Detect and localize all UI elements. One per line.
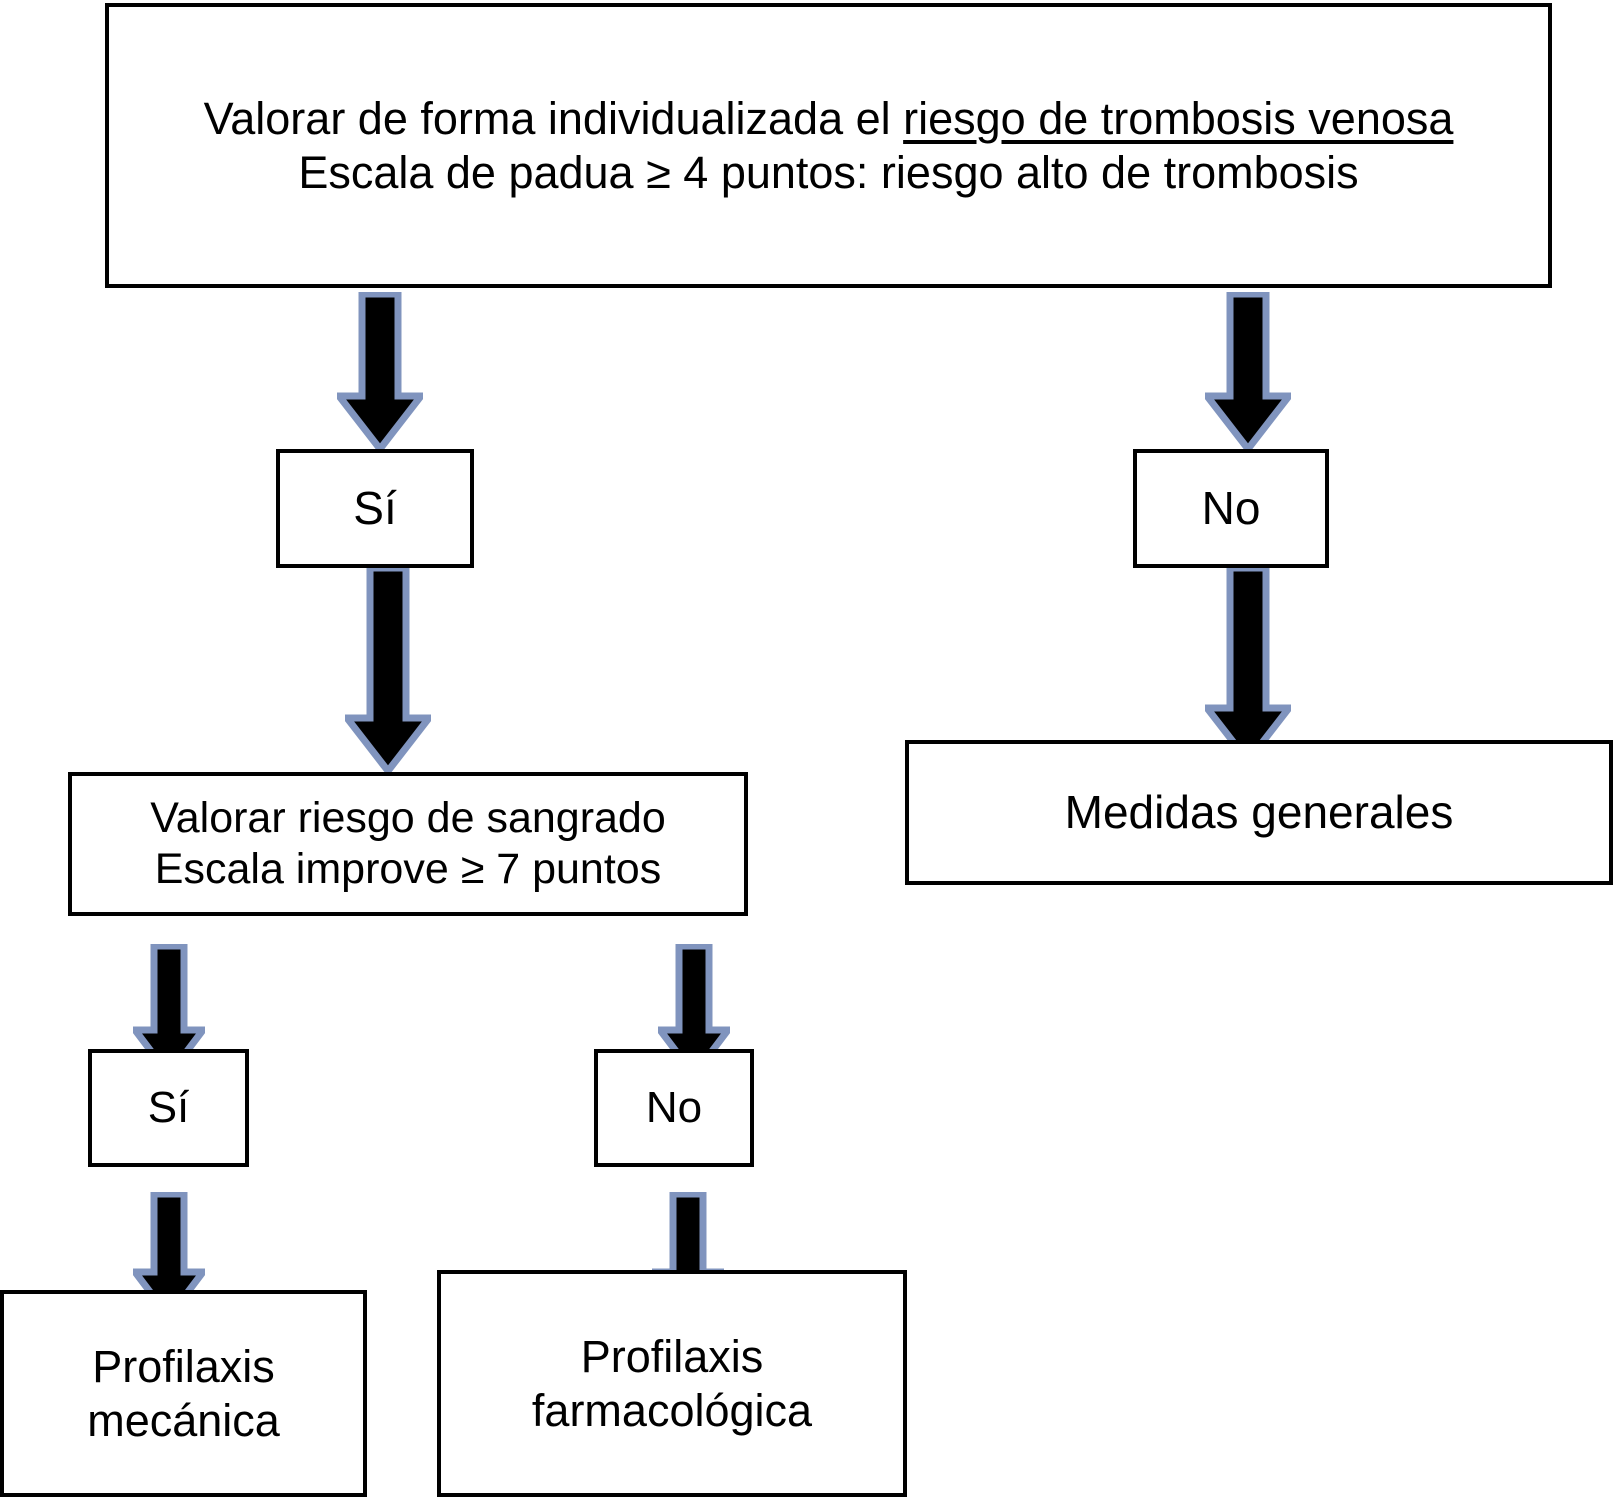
node-profilaxis-mecanica[interactable]: Profilaxis mecánica — [0, 1290, 367, 1497]
profilaxis-farmacologica-line1: Profilaxis — [580, 1331, 764, 1383]
arrow-top-to-no1 — [1205, 292, 1291, 452]
node-medidas-generales[interactable]: Medidas generales — [905, 740, 1613, 885]
profilaxis-mecanica-line2: mecánica — [87, 1394, 280, 1446]
node-assess-bleeding-risk[interactable]: Valorar riesgo de sangrado Escala improv… — [68, 772, 748, 916]
arrow-no1-to-medidas-generales — [1205, 566, 1291, 764]
node-decision-no-1-label: No — [1201, 482, 1261, 535]
node-decision-no-2-label: No — [645, 1083, 703, 1133]
node-assess-thrombosis-risk[interactable]: Valorar de forma individualizada el ries… — [105, 3, 1552, 288]
node-profilaxis-farmacologica-text: Profilaxis farmacológica — [441, 1330, 903, 1436]
node-medidas-generales-label: Medidas generales — [1064, 786, 1454, 839]
title-line1-underlined: riesgo de trombosis venosa — [903, 93, 1454, 145]
title-line1-prefix: Valorar de forma individualizada el — [203, 93, 904, 145]
node-assess-thrombosis-risk-text: Valorar de forma individualizada el ries… — [109, 92, 1548, 198]
node-decision-si-2-label: Sí — [147, 1083, 190, 1133]
node-decision-no-2[interactable]: No — [594, 1049, 754, 1167]
node-decision-no-1[interactable]: No — [1133, 449, 1329, 568]
profilaxis-mecanica-line1: Profilaxis — [92, 1341, 275, 1393]
profilaxis-farmacologica-line2: farmacológica — [531, 1384, 813, 1436]
bleeding-risk-line1: Valorar riesgo de sangrado — [150, 794, 666, 843]
node-decision-si-1-label: Sí — [353, 482, 397, 535]
node-profilaxis-farmacologica[interactable]: Profilaxis farmacológica — [437, 1270, 907, 1497]
arrow-si1-to-bleeding-risk — [345, 566, 431, 774]
title-line2: Escala de padua ≥ 4 puntos: riesgo alto … — [298, 146, 1359, 198]
arrow-top-to-si1 — [337, 292, 423, 452]
node-decision-si-2[interactable]: Sí — [88, 1049, 249, 1167]
node-profilaxis-mecanica-text: Profilaxis mecánica — [4, 1340, 363, 1446]
node-assess-bleeding-risk-text: Valorar riesgo de sangrado Escala improv… — [72, 793, 744, 894]
bleeding-risk-line2: Escala improve ≥ 7 puntos — [154, 845, 662, 893]
node-decision-si-1[interactable]: Sí — [276, 449, 474, 568]
